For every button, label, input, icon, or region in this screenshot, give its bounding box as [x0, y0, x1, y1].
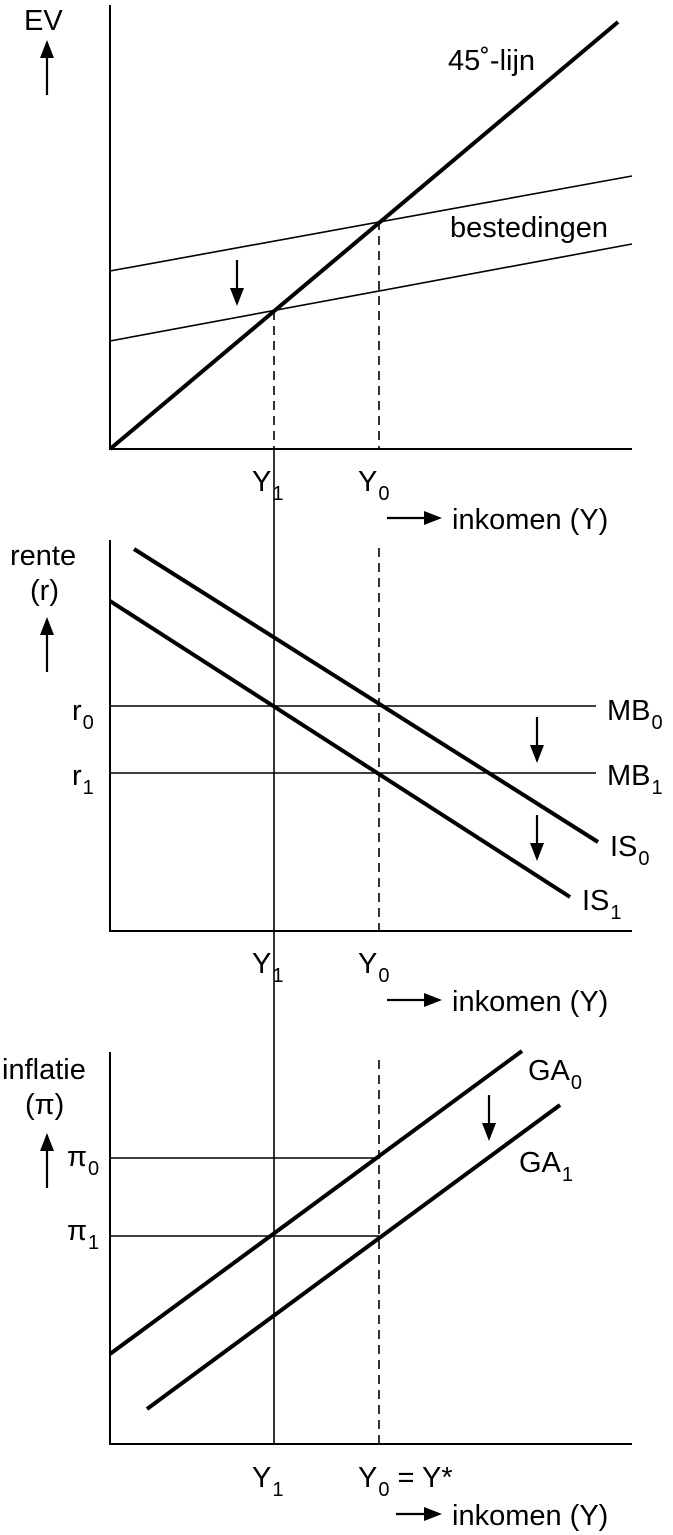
bottom-x-label: inkomen (Y) [452, 1500, 608, 1532]
mb1-label: MB1 [607, 760, 663, 799]
top-y-label: EV [24, 5, 63, 37]
middle-tick-y0: Y0 [358, 948, 389, 987]
ga0-curve [108, 1049, 524, 1356]
ga1-label: GA1 [519, 1147, 573, 1186]
middle-y-label-2: (r) [30, 575, 59, 607]
spending-line-initial [109, 175, 633, 272]
panel-expenditure: EV 45˚-lijn bestedingen Y1 Y0 inkomen (Y… [24, 5, 633, 536]
bottom-tick-y0: Y0 = Y* [358, 1462, 453, 1501]
bottom-x-arrow [396, 1507, 442, 1521]
is-shift-arrow [530, 815, 544, 861]
is0-label: IS0 [610, 831, 650, 870]
middle-y-label-1: rente [10, 540, 76, 572]
panel-interest: rente (r) r0 r1 MB0 MB1 IS0 IS1 Y1 Y0 [10, 540, 663, 1018]
middle-tick-y1: Y1 [252, 948, 283, 987]
top-y-arrow [40, 40, 54, 95]
is1-curve [108, 599, 572, 899]
mb-shift-arrow [530, 717, 544, 763]
spending-label: bestedingen [450, 212, 608, 244]
is0-curve [132, 547, 600, 844]
spending-line-new [109, 243, 633, 342]
top-x-label: inkomen (Y) [452, 504, 608, 536]
ga0-label: GA0 [528, 1055, 582, 1094]
line-45-degree [108, 20, 620, 451]
middle-y-arrow [40, 617, 54, 672]
bottom-y-label-1: inflatie [2, 1054, 86, 1086]
bottom-y-label-2: (π) [25, 1089, 64, 1121]
r1-tick: r1 [72, 760, 94, 799]
pi0-tick: π0 [67, 1141, 99, 1180]
bottom-y-arrow [40, 1133, 54, 1188]
top-shift-arrow [230, 260, 244, 306]
ga-shift-arrow [482, 1095, 496, 1141]
top-tick-y1: Y1 [252, 466, 283, 505]
top-tick-y0: Y0 [358, 466, 389, 505]
pi1-tick: π1 [67, 1215, 99, 1254]
is1-label: IS1 [582, 885, 622, 924]
top-x-arrow [387, 511, 442, 525]
r0-tick: r0 [72, 695, 94, 734]
middle-x-arrow [387, 993, 442, 1007]
middle-x-label: inkomen (Y) [452, 986, 608, 1018]
panel-inflation: inflatie (π) π0 π1 GA0 GA1 Y1 Y0 = Y* in… [2, 1049, 632, 1532]
bottom-tick-y1: Y1 [252, 1462, 283, 1501]
ga1-curve [145, 1103, 562, 1411]
line-45-degree-label: 45˚-lijn [448, 45, 535, 77]
mb0-label: MB0 [607, 695, 663, 734]
